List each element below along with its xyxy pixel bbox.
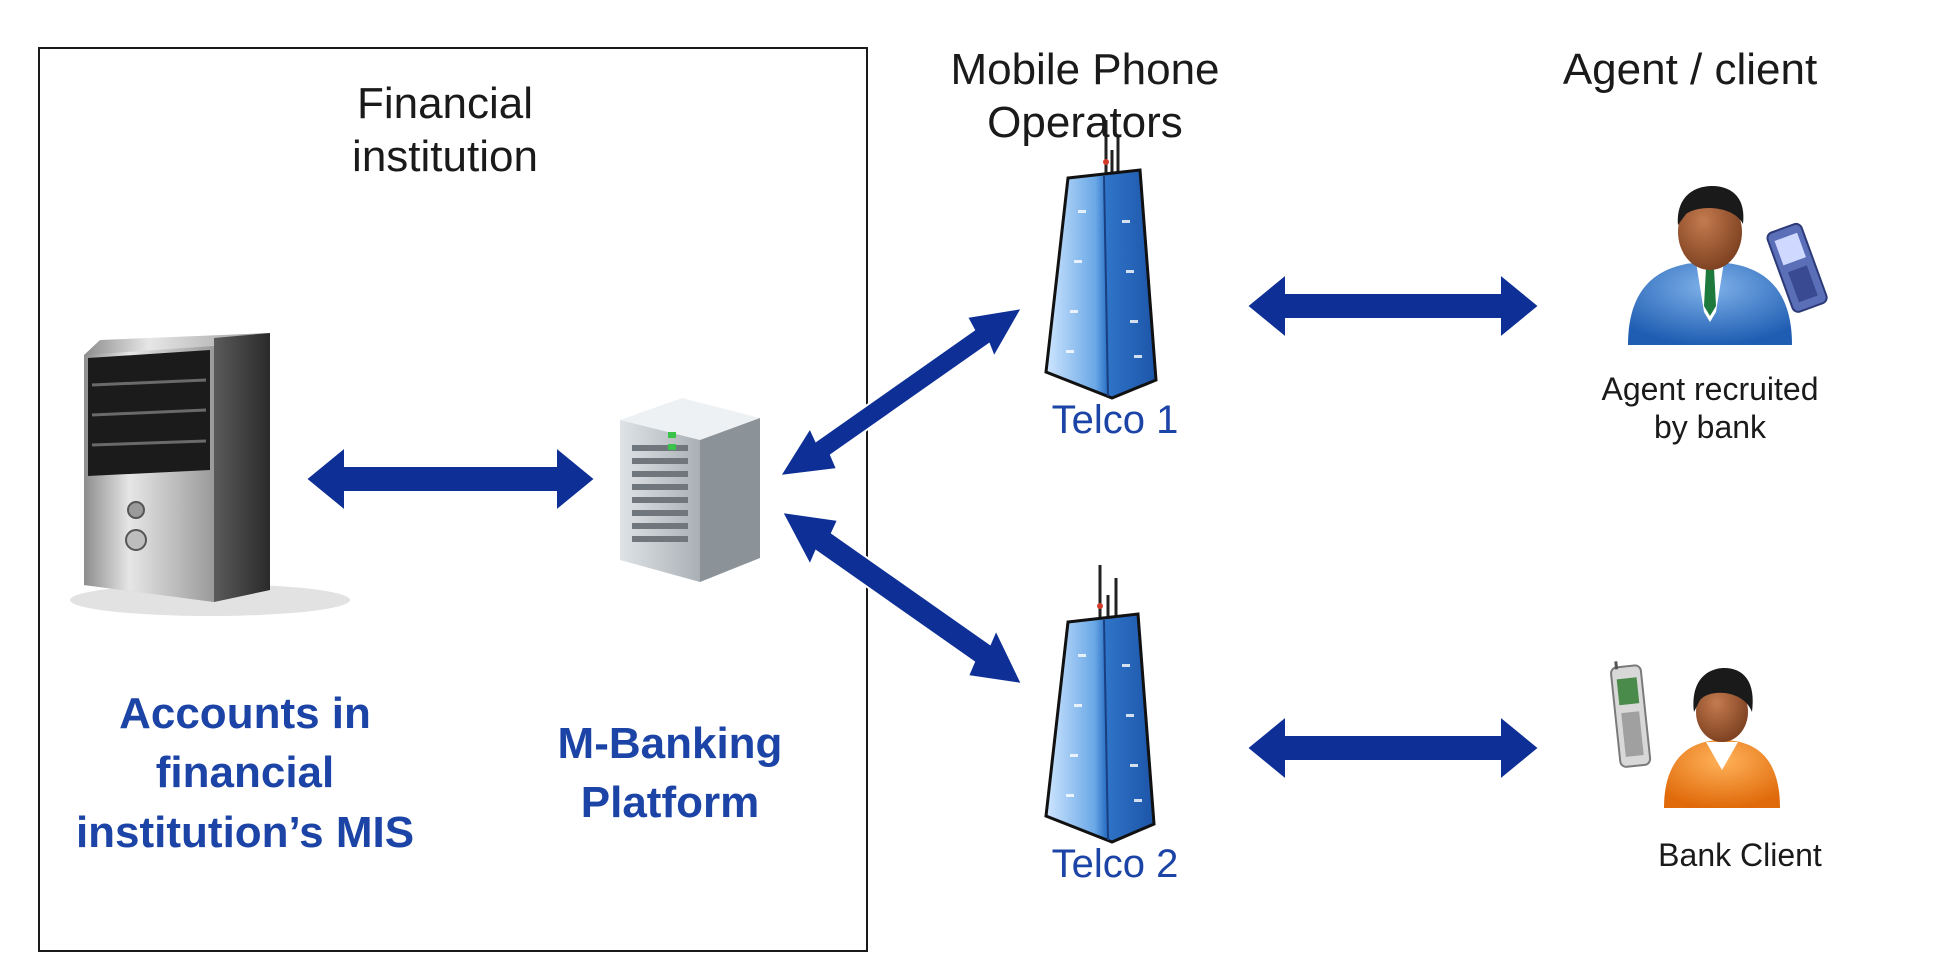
accounts-line: Accounts in <box>119 689 371 738</box>
telco2-label: Telco 2 <box>1000 840 1230 888</box>
rack-server-icon <box>620 398 760 582</box>
title-line: Mobile Phone <box>950 45 1220 94</box>
agent-line: by bank <box>1653 409 1767 446</box>
accounts-line: financial <box>155 748 335 798</box>
title-line: Financial <box>356 79 534 128</box>
platform-line: Platform <box>580 778 760 828</box>
agent-client-title: Agent / client <box>1520 44 1860 97</box>
financial-institution-box <box>38 47 868 952</box>
platform-label: M-Banking Platform <box>515 714 825 833</box>
title-line: Agent / client <box>1562 45 1818 94</box>
cell-tower-icon <box>1044 120 1158 400</box>
agent-label: Agent recruited by bank <box>1560 370 1860 447</box>
agent-line: Agent recruited <box>1601 371 1819 407</box>
financial-institution-title: Financial institution <box>310 78 580 184</box>
arrow-telco1-agent <box>1245 271 1541 341</box>
arrow-platform-telco2 <box>780 510 1024 686</box>
tower-server-icon <box>70 333 350 616</box>
arrow-platform-telco1 <box>778 306 1024 478</box>
cell-tower-icon <box>1044 565 1156 844</box>
telco1-label: Telco 1 <box>1000 396 1230 444</box>
arrow-telco2-client <box>1245 713 1541 783</box>
mobile-operators-title: Mobile Phone Operators <box>920 44 1250 150</box>
telco1-text: Telco 1 <box>1051 398 1179 442</box>
businessman-icon <box>1628 186 1792 345</box>
person-icon <box>1664 668 1780 808</box>
mobile-phone-icon <box>1766 222 1828 313</box>
title-line: Operators <box>987 97 1183 147</box>
client-text: Bank Client <box>1658 837 1822 873</box>
platform-line: M-Banking <box>557 719 783 768</box>
title-line: institution <box>352 131 538 181</box>
telco2-text: Telco 2 <box>1051 842 1179 886</box>
mobile-phone-icon <box>1610 661 1652 768</box>
accounts-line: institution’s MIS <box>75 807 415 857</box>
accounts-label: Accounts in financial institution’s MIS <box>50 684 440 862</box>
arrow-mis-platform <box>304 444 597 514</box>
client-label: Bank Client <box>1600 836 1880 874</box>
